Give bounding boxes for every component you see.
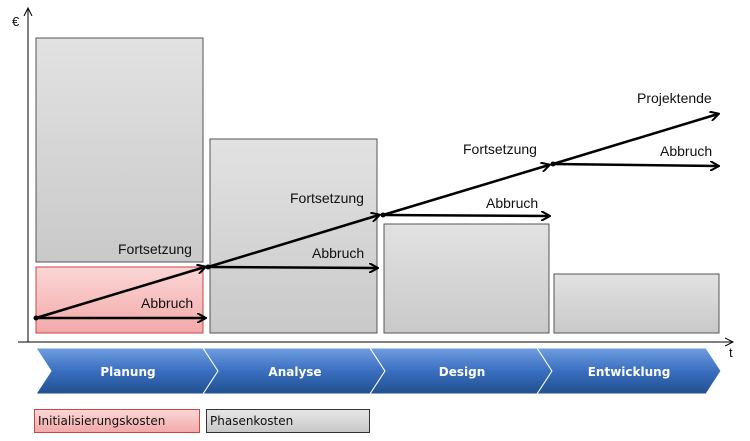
label-planung-fortsetzung: Fortsetzung xyxy=(118,241,192,257)
label-analyse-fortsetzung: Fortsetzung xyxy=(290,190,364,206)
arrow-analyse-fortsetzung xyxy=(207,215,379,269)
legend-phasenkosten-label: Phasenkosten xyxy=(210,414,294,428)
decision-arrows xyxy=(33,114,719,321)
label-design-abbruch: Abbruch xyxy=(486,195,538,211)
legend-initialisierungskosten: Initialisierungskosten xyxy=(34,409,200,433)
chevron-entwicklung xyxy=(536,347,722,395)
node-planung xyxy=(33,315,39,321)
entwicklung-cost-box xyxy=(553,273,720,334)
node-entwicklung xyxy=(550,161,556,167)
y-axis-label: € xyxy=(12,14,20,29)
label-entwicklung-projektende: Projektende xyxy=(637,90,712,106)
analyse-cost-box xyxy=(209,138,378,334)
legend-initialisierungskosten-label: Initialisierungskosten xyxy=(38,414,166,428)
label-analyse-abbruch: Abbruch xyxy=(312,245,364,261)
label-planung-abbruch: Abbruch xyxy=(141,295,193,311)
arrow-entwicklung-abbruch xyxy=(552,164,718,166)
x-axis-label: t xyxy=(729,345,733,360)
phase-label-analyse: Analyse xyxy=(268,365,321,379)
arrow-entwicklung-projektende xyxy=(552,114,718,166)
phase-label-planung: Planung xyxy=(100,365,155,379)
planung-cost-box xyxy=(35,37,204,263)
arrow-design-abbruch xyxy=(382,215,549,216)
label-design-fortsetzung: Fortsetzung xyxy=(463,141,537,157)
arrow-planung-fortsetzung xyxy=(35,267,205,320)
legend-phasenkosten: Phasenkosten xyxy=(206,409,370,433)
phase-label-design: Design xyxy=(439,365,486,379)
design-cost-box xyxy=(383,223,550,334)
arrow-analyse-abbruch xyxy=(207,267,377,268)
planung-init-cost-box xyxy=(35,266,204,334)
arrow-design-fortsetzung xyxy=(382,165,549,217)
label-entwicklung-abbruch: Abbruch xyxy=(660,143,712,159)
node-design xyxy=(380,212,386,218)
phase-chevron-bar: Planung Analyse Design Entwicklung xyxy=(35,347,722,395)
node-analyse xyxy=(205,264,211,270)
phase-label-entwicklung: Entwicklung xyxy=(588,365,671,379)
